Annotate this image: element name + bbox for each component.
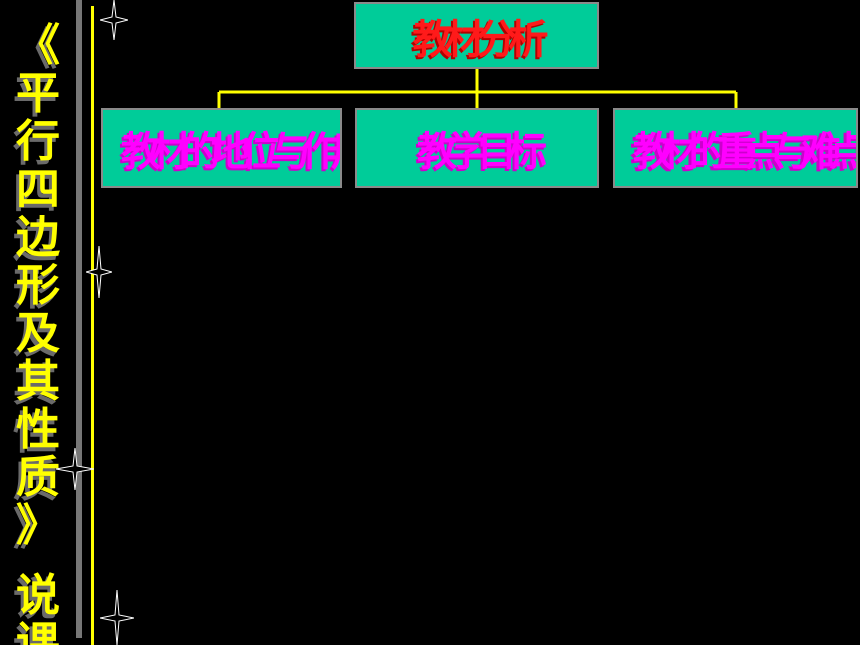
root-node: 教材分析 [354, 2, 599, 69]
child-node-label: 教材的重点与难点 [633, 129, 857, 175]
title-char: 》 [16, 500, 60, 551]
diagram-connectors [217, 69, 738, 108]
title-char: 及 [16, 308, 60, 359]
title-char: 课 [16, 618, 60, 645]
child-node-objectives: 教学目标 [355, 108, 599, 188]
sidebar-gray-bar [76, 0, 82, 638]
title-char: 形 [16, 260, 60, 311]
title-gap [10, 550, 66, 572]
child-node-label: 教材的地位与作用 [121, 129, 342, 175]
vertical-title: 《 平 行 四 边 形 及 其 性 质 》 说 课 [10, 22, 66, 645]
title-char: 四 [16, 164, 60, 215]
child-node-label: 教学目标 [417, 129, 547, 175]
sparkle-icon [100, 0, 128, 40]
title-char: 行 [16, 116, 60, 167]
sparkle-icon [56, 448, 94, 490]
sparkle-icon [86, 246, 112, 298]
child-node-key-points: 教材的重点与难点 [613, 108, 858, 188]
title-char: 性 [16, 404, 60, 455]
sidebar-yellow-line [91, 6, 94, 645]
title-char: 其 [16, 356, 60, 407]
title-char: 说 [16, 570, 60, 621]
title-char: 质 [16, 452, 60, 503]
root-node-label: 教材分析 [412, 16, 549, 63]
title-char: 《 [16, 20, 60, 71]
child-node-position: 教材的地位与作用 [101, 108, 342, 188]
title-char: 平 [16, 68, 60, 119]
sparkle-icon [100, 590, 134, 645]
title-char: 边 [16, 212, 60, 263]
